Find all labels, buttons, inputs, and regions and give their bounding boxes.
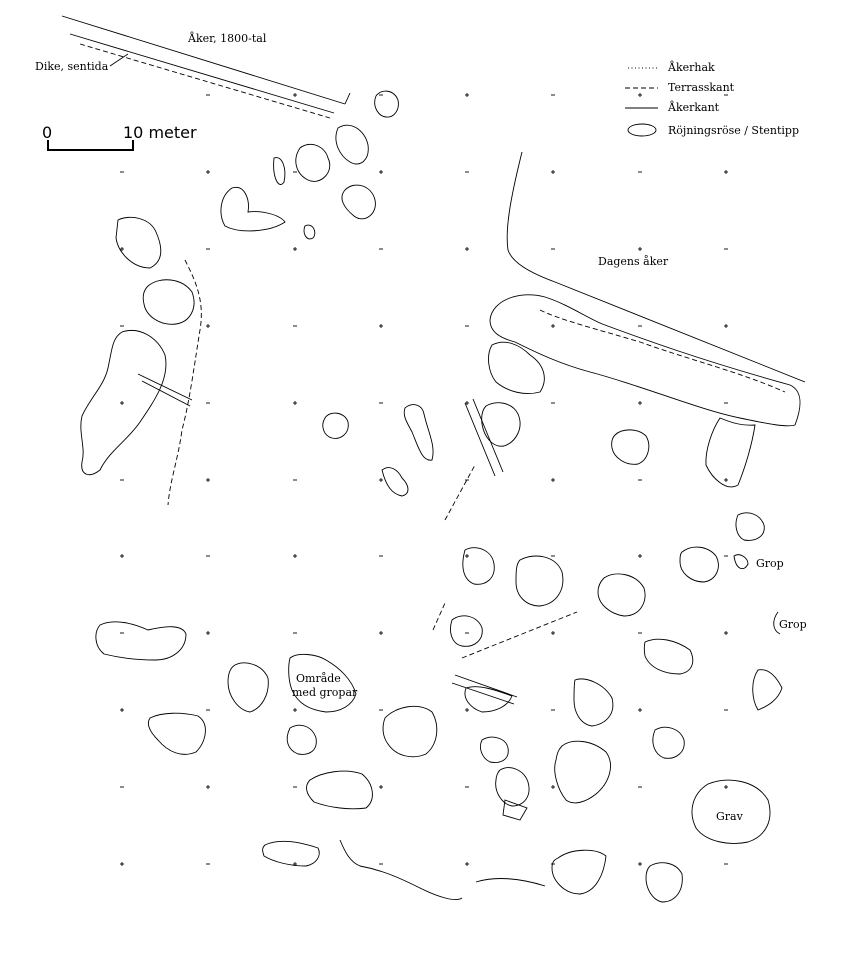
- cairn: [303, 224, 316, 240]
- legend-label-rojningsrose: Röjningsröse / Stentipp: [668, 124, 799, 137]
- cairn: [322, 412, 349, 439]
- cairn: [573, 678, 614, 727]
- clearance-cairns: [80, 90, 783, 903]
- label-omrade-line1: Område: [296, 672, 341, 685]
- cairn: [679, 546, 719, 583]
- cairn: [341, 184, 376, 220]
- legend-label-terrasskant: Terrasskant: [668, 81, 735, 94]
- cairn: [611, 429, 650, 465]
- cairn: [95, 621, 187, 661]
- cairn: [462, 547, 495, 585]
- cairn: [381, 467, 409, 497]
- cairn: [515, 555, 564, 607]
- cairn: [705, 417, 756, 488]
- cairn: [597, 573, 646, 617]
- cairn: [643, 638, 694, 675]
- cairn: [464, 686, 513, 713]
- legend-symbols: [625, 67, 658, 137]
- cairn: [645, 862, 683, 903]
- label-grop-1: Grop: [756, 557, 784, 570]
- cairn: [382, 705, 438, 758]
- cairn: [339, 839, 463, 900]
- cairn: [652, 726, 685, 759]
- cairn: [495, 767, 530, 807]
- cairn: [475, 878, 546, 887]
- grave-outline: [691, 779, 771, 844]
- cairn: [554, 740, 611, 804]
- cairn: [551, 849, 607, 895]
- cairn: [374, 90, 399, 118]
- cairn: [479, 736, 509, 763]
- linear-features: [137, 373, 578, 821]
- cairn: [273, 157, 286, 185]
- grid-ticks: [120, 93, 728, 866]
- label-grav: Grav: [716, 810, 743, 823]
- cairn: [262, 840, 320, 867]
- terrace-edge-left: [167, 259, 202, 506]
- legend-label-akerkant: Åkerkant: [668, 101, 720, 114]
- cairn: [115, 216, 162, 269]
- label-grop-2: Grop: [779, 618, 807, 631]
- label-dagens-aker: Dagens åker: [598, 255, 669, 268]
- cairn: [335, 124, 369, 165]
- legend-label-akerhak: Åkerhak: [668, 61, 715, 74]
- cairn: [286, 724, 317, 755]
- cairn: [752, 669, 783, 711]
- label-omrade-line2: med gropar: [292, 686, 358, 699]
- cairn: [403, 404, 434, 461]
- cairn: [450, 615, 483, 647]
- cairn: [142, 279, 195, 325]
- cairn: [481, 402, 521, 447]
- cairn: [288, 653, 357, 713]
- cairn: [220, 186, 286, 232]
- cairn: [735, 512, 765, 541]
- label-dike: Dike, sentida: [35, 60, 109, 73]
- cairn: [227, 662, 269, 713]
- field-1800s-strip: [61, 15, 351, 119]
- label-aker-1800: Åker, 1800-tal: [188, 32, 267, 45]
- present-field: [489, 151, 806, 427]
- scale-end-label: 10 meter: [123, 123, 197, 142]
- cairn: [306, 770, 373, 810]
- cairn: [488, 341, 545, 394]
- scale-bar: [47, 140, 134, 151]
- ditch-pointer: [109, 53, 129, 67]
- scale-start-label: 0: [42, 123, 53, 142]
- cairn: [295, 144, 331, 182]
- cairn: [147, 712, 206, 755]
- cairn: [733, 554, 749, 570]
- cairn: [80, 330, 167, 476]
- pit-outline: [773, 611, 781, 635]
